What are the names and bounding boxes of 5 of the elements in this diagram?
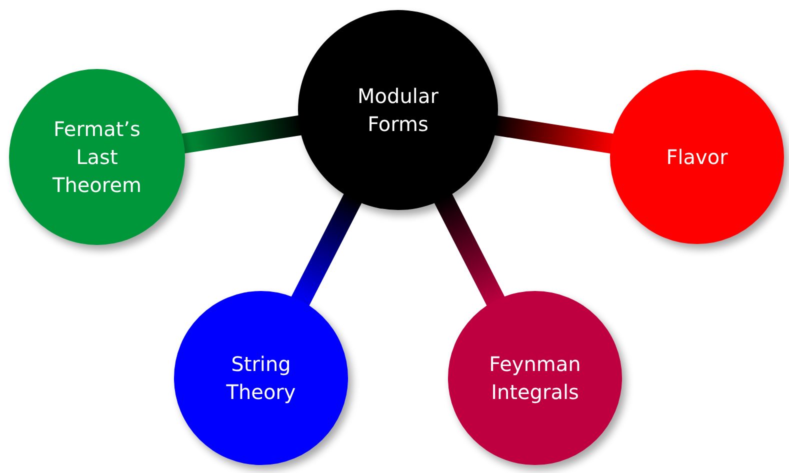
topic-label: Feynman Integrals [488,351,582,406]
topic-label: Flavor [666,144,728,171]
topic-label: Fermat’s Last Theorem [51,116,142,199]
topic-label: String Theory [225,351,297,406]
topic-label: Modular Forms [356,83,440,138]
